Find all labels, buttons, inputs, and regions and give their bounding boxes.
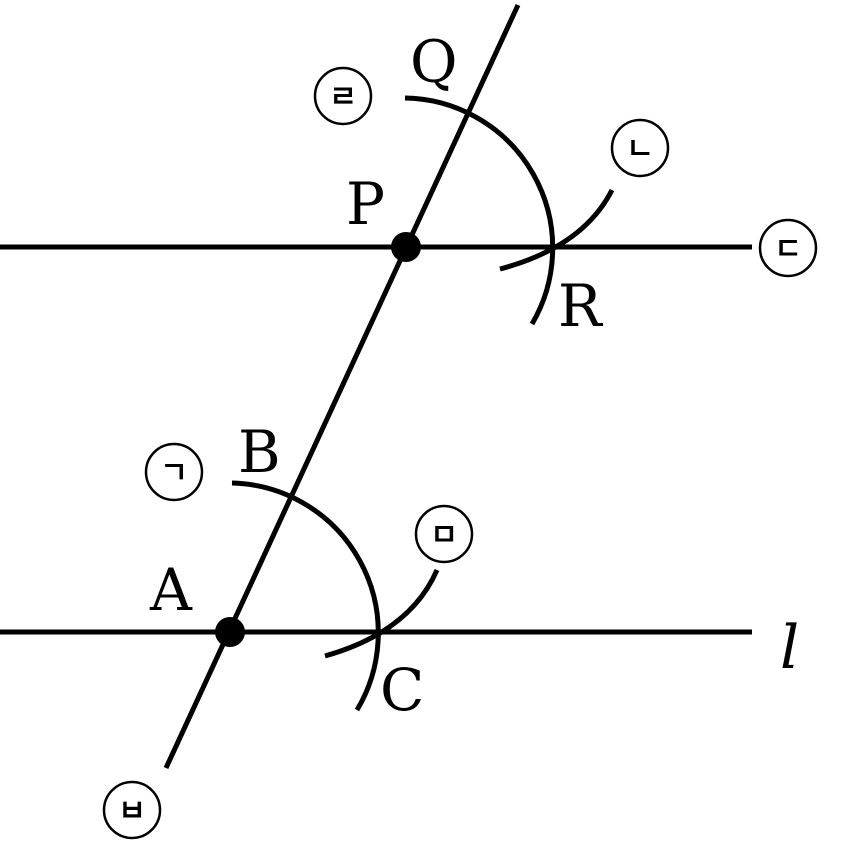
label-p: P xyxy=(346,170,385,238)
svg-text:ㄷ: ㄷ xyxy=(774,232,802,267)
svg-text:ㄱ: ㄱ xyxy=(160,456,188,491)
label-b: B xyxy=(238,418,281,486)
svg-text:ㄴ: ㄴ xyxy=(626,132,654,167)
label-line-l: l xyxy=(780,613,799,683)
step-marker-2: ㄴ xyxy=(610,118,670,178)
label-r: R xyxy=(558,272,604,340)
arc-bc-at-c xyxy=(324,569,440,659)
label-q: Q xyxy=(410,28,458,96)
point-a-dot xyxy=(215,617,245,647)
step-marker-4: ㄹ xyxy=(313,66,373,126)
label-a: A xyxy=(149,556,193,624)
label-c: C xyxy=(380,656,424,724)
arc-qr-at-r xyxy=(499,188,615,272)
svg-text:ㅂ: ㅂ xyxy=(118,794,146,829)
arc-centered-a xyxy=(231,480,381,712)
point-p-dot xyxy=(391,232,421,262)
step-marker-3: ㄷ xyxy=(758,218,818,278)
svg-text:ㄹ: ㄹ xyxy=(329,80,357,115)
step-marker-5: ㅁ xyxy=(414,504,474,564)
arc-centered-p xyxy=(404,95,556,326)
step-marker-6: ㅂ xyxy=(102,780,162,840)
svg-text:ㅁ: ㅁ xyxy=(430,518,458,553)
step-marker-1: ㄱ xyxy=(144,442,204,502)
